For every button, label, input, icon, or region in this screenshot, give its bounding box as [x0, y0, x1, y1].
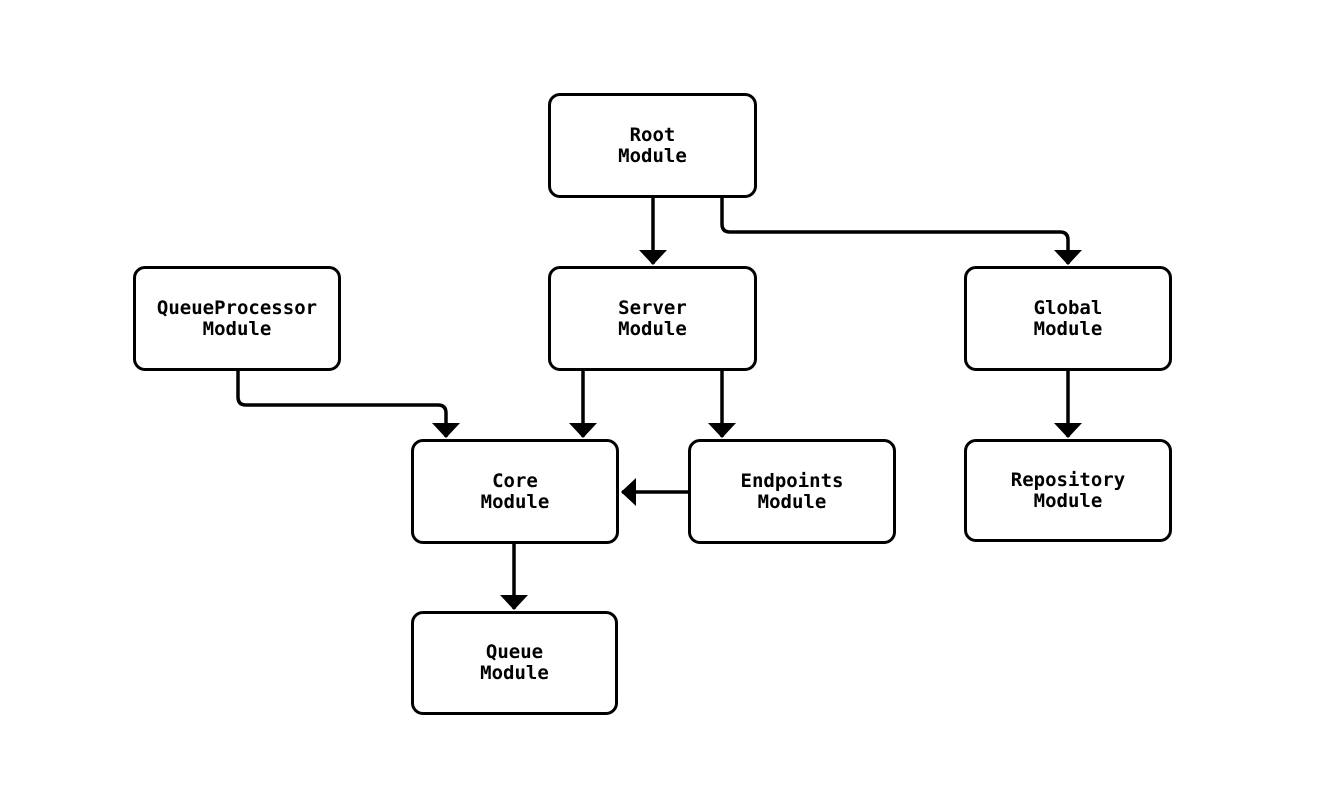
node-label-line2: Module — [1033, 317, 1103, 340]
node-root-module: Root Module — [548, 93, 757, 198]
node-label-line1: Core — [492, 469, 538, 492]
node-server-module: Server Module — [548, 266, 757, 371]
node-queueprocessor-module: QueueProcessor Module — [133, 266, 341, 371]
node-label-line2: Module — [618, 144, 687, 167]
node-label-line2: Module — [1033, 489, 1103, 512]
node-label-line2: Module — [480, 490, 550, 513]
node-label-line1: Endpoints — [740, 469, 844, 492]
node-label-line1: Repository — [1010, 468, 1126, 491]
node-label-line1: Server — [618, 296, 687, 319]
node-label-line2: Module — [480, 662, 549, 684]
node-global-module: Global Module — [964, 266, 1172, 371]
node-core-module: Core Module — [411, 439, 619, 544]
node-queue-module: Queue Module — [411, 611, 618, 715]
node-label-line2: Module — [618, 317, 687, 340]
edge-queueprocessor-to-core — [236, 371, 460, 438]
edge-root-to-global — [720, 198, 1082, 265]
node-label-line2: Module — [757, 490, 827, 513]
node-label-line1: Global — [1033, 296, 1103, 319]
node-label-line1: QueueProcessor — [156, 296, 318, 319]
node-repository-module: Repository Module — [964, 439, 1172, 542]
node-label-line1: Root — [629, 123, 676, 146]
node-endpoints-module: Endpoints Module — [688, 439, 896, 544]
node-label-line2: Module — [202, 317, 272, 340]
node-label-line1: Queue — [485, 641, 544, 663]
